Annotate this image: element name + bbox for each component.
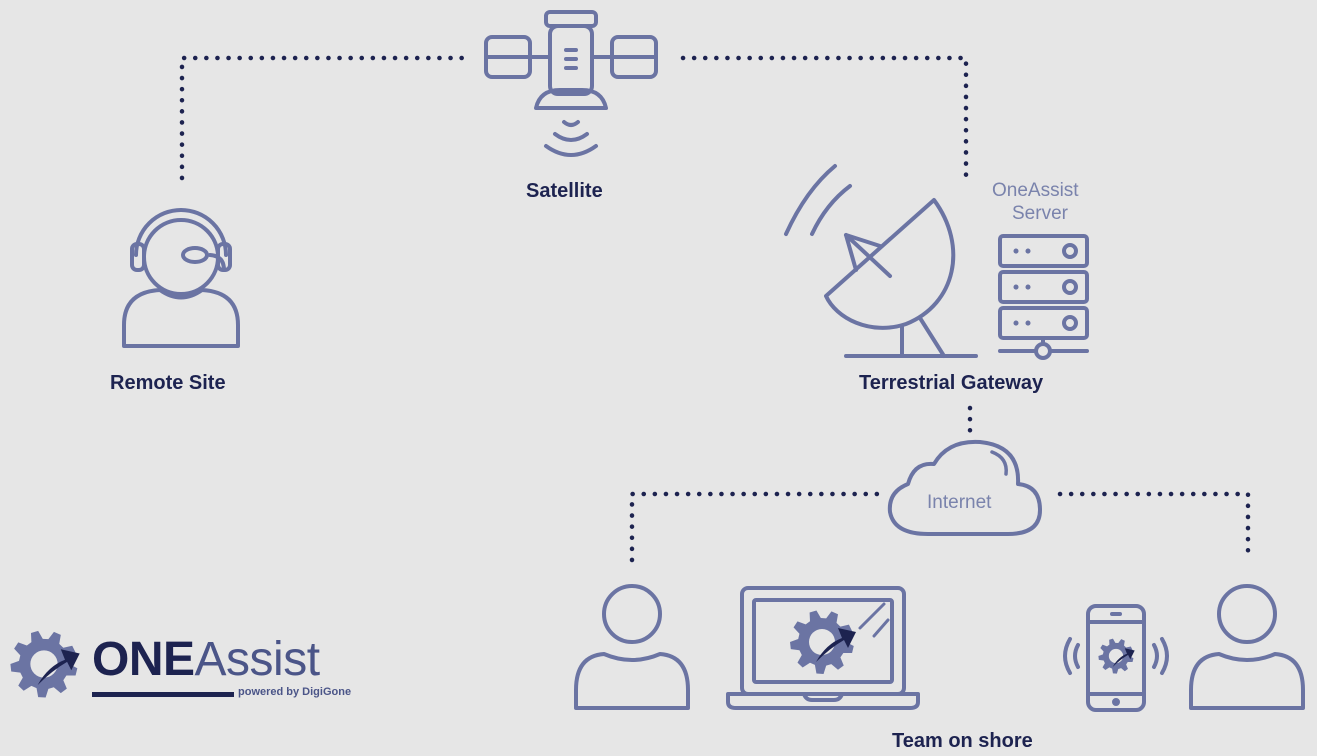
shore-user-left-icon (574, 584, 690, 710)
logo-wordmark-bold: ONE (92, 633, 195, 686)
satellite-dish-icon (784, 164, 978, 358)
laptop-icon (726, 586, 920, 710)
logo-tagline: powered by DigiGone (238, 686, 352, 698)
phone-oneassist-gear-icon (1098, 638, 1135, 674)
refresh-arrow-shape (37, 649, 80, 685)
link-remote-satellite (179, 55, 473, 181)
refresh-arrow-shape (816, 628, 856, 662)
satellite-icon (484, 10, 658, 157)
gear-hole (30, 650, 58, 678)
label-satellite: Satellite (526, 180, 603, 202)
gear-hole (1108, 648, 1124, 664)
link-internet-team-left (629, 491, 883, 563)
shore-user-right-icon (1189, 584, 1305, 710)
smartphone-icon (1063, 604, 1169, 712)
laptop-oneassist-gear-icon (790, 610, 856, 674)
label-server-line2: Server (1012, 203, 1068, 224)
label-remote-site: Remote Site (110, 372, 226, 394)
label-server-line1: OneAssist (992, 180, 1079, 201)
gear-hole (809, 629, 835, 655)
refresh-arrow-shape (1112, 648, 1135, 667)
label-internet: Internet (927, 492, 992, 513)
link-internet-team-right (1057, 491, 1251, 563)
label-terrestrial-gateway: Terrestrial Gateway (859, 372, 1044, 394)
link-satellite-gateway (680, 55, 969, 181)
logo-wordmark-light: Assist (194, 633, 321, 686)
logo-underline (92, 692, 234, 697)
label-team-on-shore: Team on shore (892, 730, 1033, 752)
headset-operator-icon (122, 208, 240, 348)
cloud-icon (887, 439, 1042, 536)
server-rack-icon (998, 234, 1089, 360)
oneassist-logo-wordmark: ONEAssist (92, 636, 320, 684)
oneassist-logo-icon (10, 630, 80, 698)
